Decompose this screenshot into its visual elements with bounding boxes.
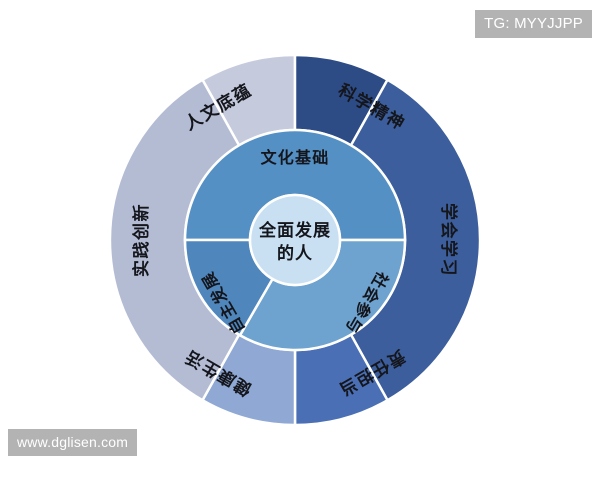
outer-label-learn-to-learn: 学会学习 [438, 203, 459, 277]
center-circle[interactable] [248, 193, 342, 287]
watermark-top-right: TG: MYYJJPP [475, 10, 592, 38]
center-label-line1: 全面发展 [258, 220, 331, 241]
outer-ring [108, 53, 482, 427]
watermark-bottom-left: www.dglisen.com [8, 429, 138, 456]
center-label-line2: 的人 [277, 243, 313, 264]
outer-label-practice-innovation: 实践创新 [131, 203, 152, 277]
middle-ring [183, 128, 407, 352]
middle-label-cultural-foundation: 文化基础 [261, 148, 330, 167]
